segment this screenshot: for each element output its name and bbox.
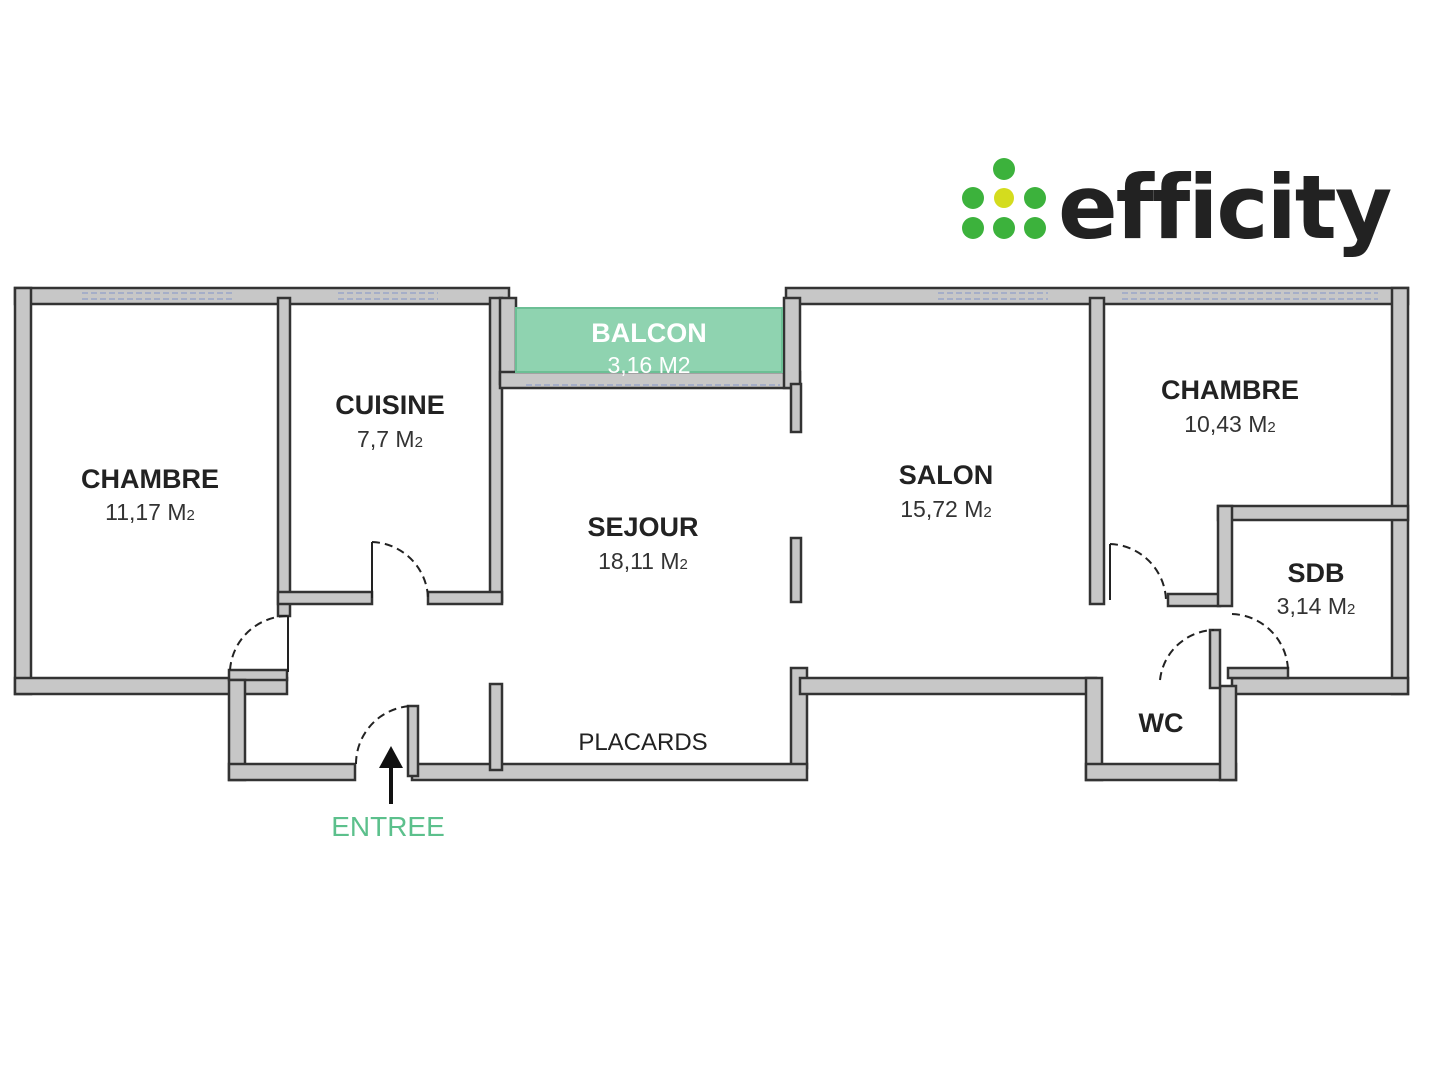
room-balcon-area: 3,16 M2 [607, 352, 690, 378]
room-cuisine-area: 7,7 M2 [357, 426, 423, 452]
room-sdb-name: SDB [1287, 558, 1344, 588]
brand-name: efficity [1058, 156, 1391, 259]
room-sdb-area: 3,14 M2 [1277, 593, 1356, 619]
brand-logo: efficity [962, 156, 1393, 259]
room-chambre-right-name: CHAMBRE [1161, 375, 1299, 405]
room-balcon-name: BALCON [591, 318, 707, 348]
doors [229, 541, 1289, 765]
room-chambre-right-area: 10,43 M2 [1184, 411, 1275, 437]
entree-label: ENTREE [331, 811, 445, 842]
room-cuisine-name: CUISINE [335, 390, 445, 420]
room-sejour-area: 18,11 M2 [598, 548, 688, 574]
room-chambre-left-name: CHAMBRE [81, 464, 219, 494]
brand-dots-icon [962, 158, 1046, 239]
placards-label: PLACARDS [578, 729, 707, 756]
room-chambre-left-area: 11,17 M2 [105, 499, 195, 525]
entrance-arrow-icon [379, 746, 403, 804]
room-salon-name: SALON [899, 460, 994, 490]
windows [82, 292, 1378, 386]
walls [13, 286, 1410, 782]
room-wc-name: WC [1139, 708, 1184, 738]
room-salon-area: 15,72 M2 [900, 496, 991, 522]
balcon-area-fill [515, 307, 783, 373]
room-sejour-name: SEJOUR [587, 512, 698, 542]
